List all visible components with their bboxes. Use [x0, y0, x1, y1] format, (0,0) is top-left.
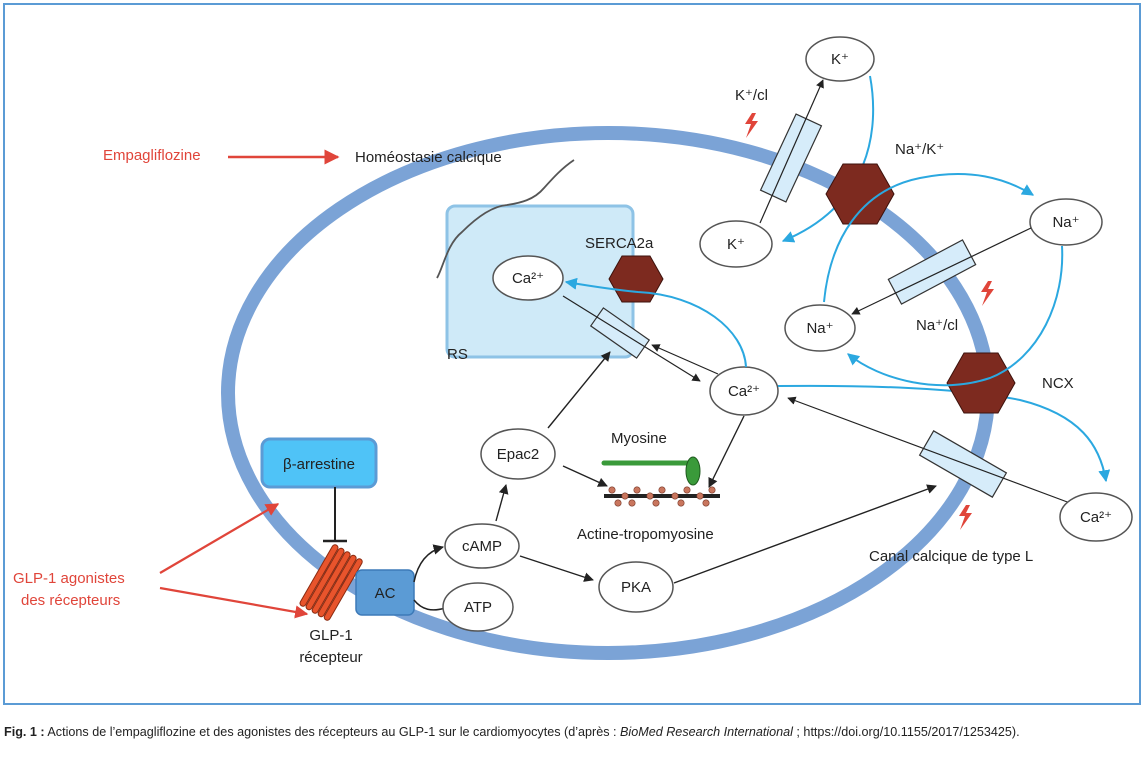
atp-node	[442, 582, 514, 632]
agonist-to-receptor-arrow	[159, 586, 309, 619]
na-cl-channel	[887, 239, 977, 305]
ca-rs-node	[492, 255, 564, 301]
nacl-red-bolt	[981, 281, 994, 306]
glp1-receptor-label-2: récepteur	[299, 649, 362, 666]
na-out-label: Na⁺	[1052, 214, 1079, 231]
ac-to-camp-arrow	[413, 544, 445, 583]
ac-box	[355, 569, 415, 616]
rs-squiggle	[436, 159, 575, 279]
camp-to-pka-arrow	[519, 555, 594, 582]
ca-rs-label: Ca²⁺	[512, 270, 544, 287]
glp1-receptor-label-1: GLP-1	[309, 627, 352, 644]
k-cl-channel	[759, 113, 823, 203]
ca-to-serca-blue-arrow	[564, 277, 747, 368]
k-out-node	[805, 36, 875, 82]
na-influx-line	[851, 227, 1032, 315]
ca-out-label: Ca²⁺	[1080, 509, 1112, 526]
camp-node	[444, 523, 520, 569]
serca2a-label: SERCA2a	[585, 235, 654, 252]
na-in-node	[784, 304, 856, 352]
na-ncx-blue-arrow	[847, 245, 1064, 387]
caption-source-journal: BioMed Research International	[620, 725, 793, 739]
epac2-to-serca-arrow	[547, 351, 611, 429]
caption-text-after: ; https://doi.org/10.1155/2017/1253425).	[792, 725, 1020, 739]
ncx-exchanger	[946, 352, 1016, 414]
pka-label: PKA	[621, 579, 651, 596]
camp-to-epac2-arrow	[495, 484, 509, 522]
na-efflux-blue-arrow	[823, 173, 1035, 303]
k-cl-label: K⁺/cl	[735, 87, 768, 104]
figure-caption: Fig. 1 : Actions de l’empagliflozine et …	[4, 724, 1138, 741]
ca-cyto-node	[709, 366, 779, 416]
glp1-agonists-label-1: GLP-1 agonistes	[13, 570, 125, 587]
caption-fig-label: Fig. 1 :	[4, 725, 45, 739]
homeostasie-label: Homéostasie calcique	[355, 149, 502, 166]
ac-label: AC	[375, 585, 396, 602]
k-in-label: K⁺	[727, 236, 745, 253]
myosine-label: Myosine	[611, 430, 667, 447]
caption-text-before: Actions de l’empagliflozine et des agoni…	[44, 725, 621, 739]
rs-label: RS	[447, 346, 468, 363]
ac-atp-link	[413, 599, 446, 611]
glp1-agonists-label-2: des récepteurs	[21, 592, 120, 609]
camp-label: cAMP	[462, 538, 502, 555]
glp1-receptor	[299, 544, 363, 621]
ca-out-node	[1059, 492, 1133, 542]
na-out-node	[1029, 198, 1103, 246]
tropomyosin-beads	[608, 486, 716, 507]
k-out-label: K⁺	[831, 51, 849, 68]
ca-influx-line	[787, 396, 1071, 504]
l-type-calcium-channel	[918, 430, 1008, 498]
na-k-label: Na⁺/K⁺	[895, 141, 944, 158]
na-in-label: Na⁺	[806, 320, 833, 337]
beta-arrestine-label: β-arrestine	[283, 456, 355, 473]
figure-frame	[3, 3, 1141, 705]
beta-arrestine-box	[260, 437, 378, 489]
ca-to-myosin-arrow	[708, 415, 745, 488]
actine-label: Actine-tropomyosine	[577, 526, 714, 543]
kcl-red-bolt	[745, 113, 758, 138]
ca-to-ryr-arrow	[651, 344, 719, 375]
ca-cyto-label: Ca²⁺	[728, 383, 760, 400]
epac2-to-myofilament-arrow	[562, 465, 608, 487]
k-efflux-line	[759, 79, 824, 224]
na-k-pump	[825, 163, 895, 225]
ncx-label: NCX	[1042, 375, 1074, 392]
pka-node	[598, 561, 674, 613]
lchannel-red-bolt	[959, 505, 972, 530]
ca-efflux-blue-arrow	[777, 384, 1111, 483]
atp-label: ATP	[464, 599, 492, 616]
rs-ca-release-line	[562, 295, 701, 382]
pka-to-lchannel-arrow	[673, 484, 937, 584]
k-in-node	[699, 220, 773, 268]
empagliflozine-label: Empagliflozine	[103, 147, 201, 164]
epac2-label: Epac2	[497, 446, 540, 463]
agonist-to-arrestin-arrow	[159, 503, 280, 574]
epac2-node	[480, 428, 556, 480]
na-cl-label: Na⁺/cl	[916, 317, 958, 334]
canal-calcique-label: Canal calcique de type L	[869, 548, 1033, 565]
myosin-head	[685, 456, 701, 486]
